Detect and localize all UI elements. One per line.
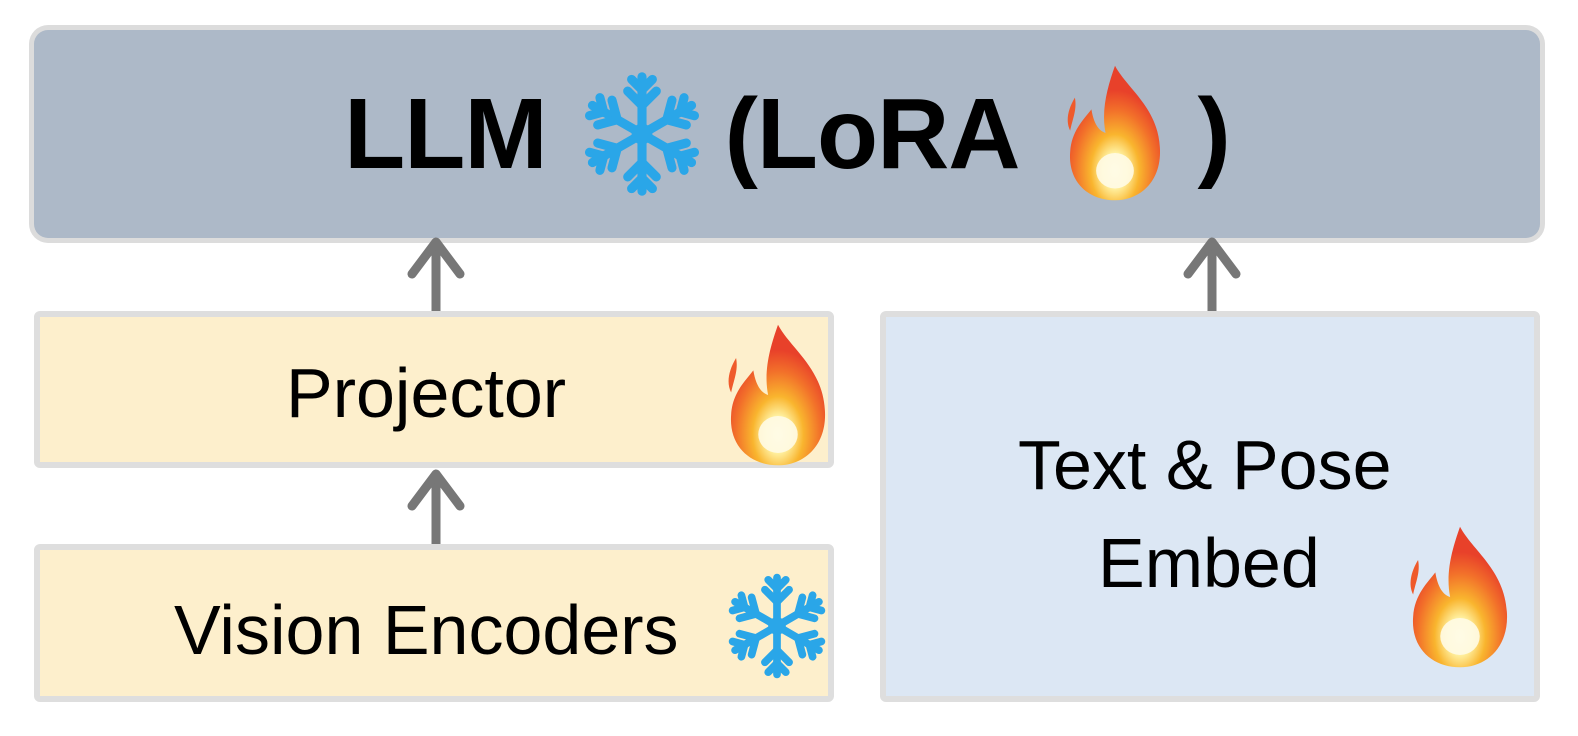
llm-title: LLM (LoRA ): [34, 30, 1540, 238]
llm-block: LLM (LoRA ): [34, 30, 1540, 238]
text-pose-label-line1: Text & Pose: [1018, 426, 1392, 504]
arrow-vision-to-projector: [407, 469, 465, 548]
vision-encoders-label: Vision Encoders: [174, 591, 679, 669]
snowflake-icon: [722, 564, 832, 688]
text-pose-label-line2: Embed: [1098, 524, 1320, 602]
projector-label: Projector: [286, 354, 567, 432]
fire-icon: [728, 324, 826, 466]
text-pose-embed-block: Text & Pose Embed: [880, 311, 1540, 702]
arrow-projector-to-llm: [407, 237, 465, 316]
fire-icon: [1410, 526, 1508, 668]
lora-label: (LoRA: [724, 77, 1021, 190]
snowflake-icon: [577, 64, 707, 204]
projector-block: Projector: [34, 311, 834, 468]
llm-label: LLM: [344, 77, 547, 190]
lora-close-paren: ): [1197, 77, 1231, 190]
fire-icon: [1067, 65, 1160, 201]
arrow-embed-to-llm: [1183, 237, 1241, 316]
vision-encoders-block: Vision Encoders: [34, 544, 834, 702]
